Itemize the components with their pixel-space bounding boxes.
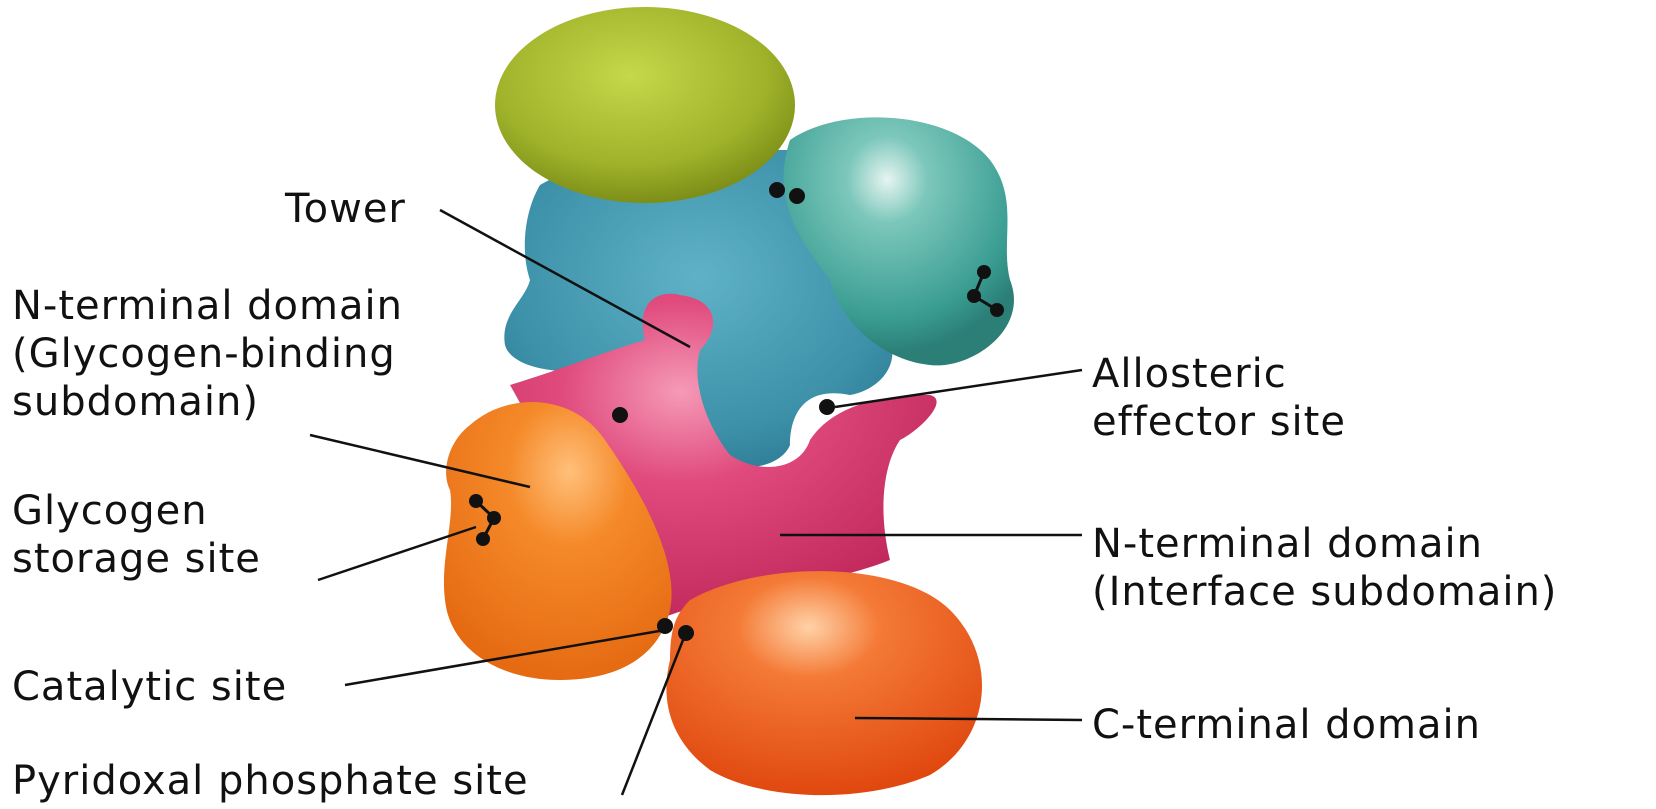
n-terminal-glycogen-line-1: N-terminal domain	[12, 282, 403, 330]
red-orange-domain	[666, 571, 982, 795]
glycogen-storage-line-1: Glycogen	[12, 487, 261, 535]
allosteric-line-1: Allosteric	[1092, 350, 1346, 398]
n-terminal-glycogen-line-2: (Glycogen-binding	[12, 330, 403, 378]
c-terminal-label: C-terminal domain	[1092, 701, 1481, 749]
tower-label: Tower	[285, 185, 406, 233]
tower-dimer-dot	[769, 182, 785, 198]
catalytic-site-label: Catalytic site	[12, 663, 287, 711]
pyridoxal-site-dot	[678, 625, 694, 641]
n-terminal-interface-line-2: (Interface subdomain)	[1092, 568, 1557, 616]
n-terminal-interface-line-1: N-terminal domain	[1092, 520, 1557, 568]
glycogen-storage-line-2: storage site	[12, 535, 261, 583]
green-domain	[495, 7, 795, 203]
allosteric-line-2: effector site	[1092, 398, 1346, 446]
glycogen-storage-label: Glycogen storage site	[12, 487, 261, 583]
n-terminal-glycogen-label: N-terminal domain (Glycogen-binding subd…	[12, 282, 403, 426]
n-terminal-glycogen-line-3: subdomain)	[12, 378, 403, 426]
pink-site-dot	[612, 407, 628, 423]
pyridoxal-site-label: Pyridoxal phosphate site	[12, 757, 529, 805]
n-terminal-interface-label: N-terminal domain (Interface subdomain)	[1092, 520, 1557, 616]
tower-dimer-dot	[789, 188, 805, 204]
allosteric-site-dot	[819, 399, 835, 415]
allosteric-site-label: Allosteric effector site	[1092, 350, 1346, 446]
